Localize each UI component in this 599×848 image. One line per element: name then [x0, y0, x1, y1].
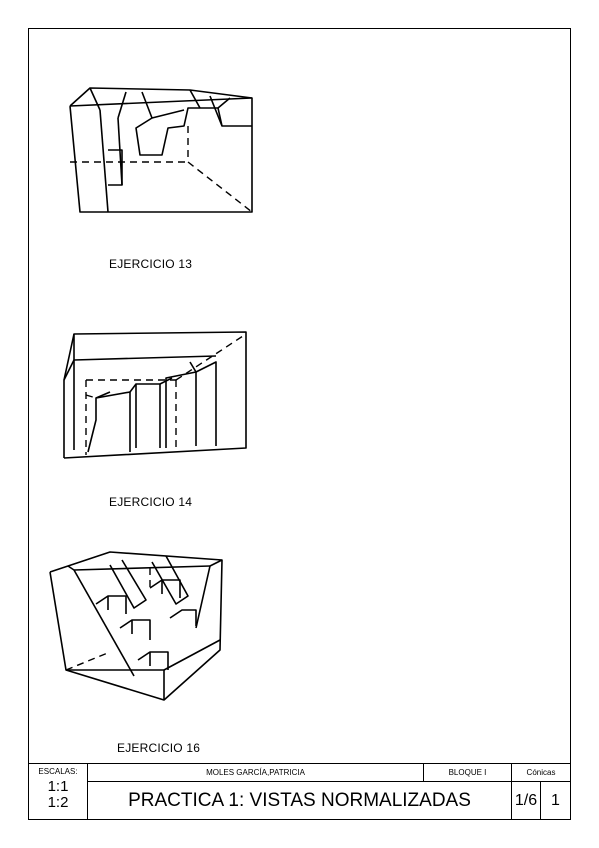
- block-label: BLOQUE I: [448, 768, 487, 777]
- block-cell: BLOQUE I: [423, 763, 512, 782]
- drawing-ejercicio-14: [63, 331, 247, 459]
- number-cell: 1: [540, 781, 571, 820]
- drawing-ejercicio-16: [49, 551, 223, 701]
- scales-cell: ESCALAS: 1:1 1:2: [28, 763, 88, 820]
- scale-1: 1:1: [47, 778, 69, 795]
- scale-2: 1:2: [47, 794, 69, 811]
- title-block: ESCALAS: 1:1 1:2 MOLES GARCÍA,PATRICIA B…: [28, 763, 571, 820]
- topic-cell: Cónicas: [511, 763, 571, 782]
- caption-ejercicio-13: EJERCICIO 13: [109, 257, 193, 271]
- caption-ejercicio-14: EJERCICIO 14: [109, 495, 193, 509]
- drawing-number: 1: [551, 791, 560, 809]
- sheet-number: 1/6: [514, 791, 538, 809]
- caption-ejercicio-16: EJERCICIO 16: [117, 741, 201, 755]
- topic-label: Cónicas: [526, 768, 556, 777]
- title-cell: PRACTICA 1: VISTAS NORMALIZADAS: [87, 781, 512, 820]
- author-name: MOLES GARCÍA,PATRICIA: [206, 768, 305, 777]
- drawing-title: PRACTICA 1: VISTAS NORMALIZADAS: [128, 789, 471, 811]
- sheet-cell: 1/6: [511, 781, 541, 820]
- scales-label: ESCALAS:: [38, 767, 78, 776]
- author-cell: MOLES GARCÍA,PATRICIA: [87, 763, 424, 782]
- drawing-ejercicio-13: [69, 87, 253, 213]
